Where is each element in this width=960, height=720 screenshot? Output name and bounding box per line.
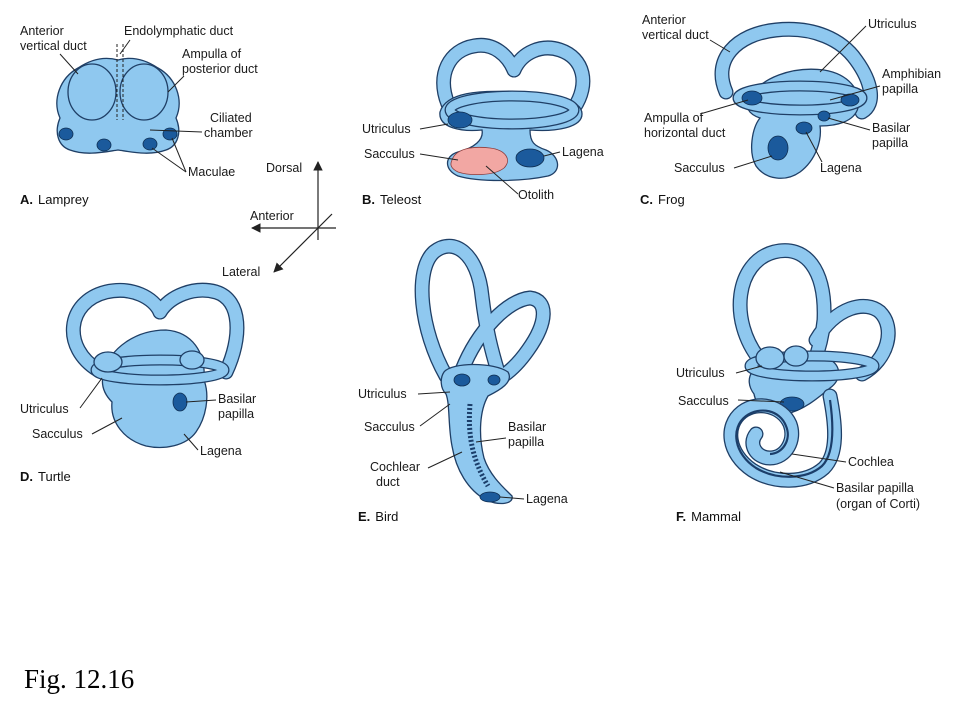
- panel-b-caption: B.Teleost: [362, 192, 422, 207]
- label-utriculus: Utriculus: [868, 17, 917, 31]
- leader-sacculus: [419, 153, 459, 161]
- label-anterior-vertical-duct-line2: vertical duct: [20, 39, 87, 53]
- leader-basilar-papilla: [779, 471, 835, 489]
- orientation-axes: Dorsal Anterior Lateral: [222, 161, 336, 279]
- label-amphibian-papilla-line2: papilla: [882, 82, 918, 96]
- label-basilar-papilla-line2: papilla: [508, 435, 544, 449]
- label-anterior: Anterior: [250, 209, 294, 223]
- label-utriculus: Utriculus: [676, 366, 725, 380]
- leader-ampulla-posterior-duct: [167, 75, 185, 93]
- label-sacculus: Sacculus: [32, 427, 83, 441]
- leader-cochlea: [791, 453, 847, 463]
- panel-f-caption: F.Mammal: [676, 509, 741, 524]
- label-utriculus: Utriculus: [358, 387, 407, 401]
- leader-maculae-1: [151, 147, 187, 173]
- leader-maculae-2: [171, 137, 187, 173]
- label-lagena: Lagena: [526, 492, 568, 506]
- label-anterior-vertical-duct: Anterior: [20, 24, 64, 38]
- leader-endolymphatic-duct: [119, 39, 131, 55]
- label-basilar-papilla: Basilar: [218, 392, 256, 406]
- leader-utriculus: [79, 377, 103, 409]
- leader-ciliated-chamber: [149, 129, 203, 133]
- leader-lagena: [805, 131, 823, 163]
- leader-sacculus: [733, 155, 773, 169]
- bird-ear-drawing: [414, 238, 551, 505]
- panel-e-caption: E.Bird: [358, 509, 398, 524]
- leader-lagena: [543, 151, 561, 157]
- leader-sacculus: [419, 403, 451, 427]
- leader-otolith: [485, 165, 519, 195]
- leader-basilar-papilla: [475, 437, 507, 443]
- teleost-ear-drawing: [436, 37, 591, 182]
- label-amphibian-papilla: Amphibian: [882, 67, 941, 81]
- label-lagena: Lagena: [200, 444, 242, 458]
- leader-anterior-vertical-duct: [709, 39, 731, 53]
- label-basilar-papilla-line2: (organ of Corti): [836, 497, 920, 511]
- leader-amphibian-papilla: [829, 85, 881, 101]
- mammal-ear-drawing: [723, 243, 896, 488]
- label-ampulla-horizontal-duct: Ampulla of: [644, 111, 704, 125]
- panel-b-teleost: Utriculus Sacculus Lagena Otolith B.Tele…: [362, 37, 604, 207]
- label-ciliated-chamber: Ciliated: [210, 111, 252, 125]
- label-anterior-vertical-duct-line2: vertical duct: [642, 28, 709, 42]
- label-anterior-vertical-duct: Anterior: [642, 13, 686, 27]
- label-basilar-papilla-line2: papilla: [218, 407, 254, 421]
- label-lateral: Lateral: [222, 265, 260, 279]
- leader-utriculus: [417, 391, 451, 395]
- label-maculae: Maculae: [188, 165, 235, 179]
- panel-a-lamprey: Anterior vertical duct Endolymphatic duc…: [20, 24, 258, 207]
- label-sacculus: Sacculus: [674, 161, 725, 175]
- label-lagena: Lagena: [820, 161, 862, 175]
- leader-utriculus: [419, 123, 449, 130]
- panel-e-bird: Utriculus Sacculus Basilar papilla Cochl…: [358, 238, 568, 524]
- label-endolymphatic-duct: Endolymphatic duct: [124, 24, 234, 38]
- leader-utriculus: [735, 365, 763, 374]
- frog-ear-drawing: [714, 21, 879, 179]
- panel-d-caption: D.Turtle: [20, 469, 71, 484]
- label-ciliated-chamber-line2: chamber: [204, 126, 253, 140]
- leader-sacculus: [737, 399, 785, 403]
- leader-cochlear-duct: [427, 451, 463, 469]
- leader-basilar-papilla: [185, 399, 217, 403]
- label-cochlear-duct-line2: duct: [376, 475, 400, 489]
- lateral-arrow: [273, 213, 333, 273]
- label-ampulla-posterior-duct: Ampulla of: [182, 47, 242, 61]
- leader-lagena: [183, 433, 199, 451]
- panel-a-caption: A.Lamprey: [20, 192, 89, 207]
- label-basilar-papilla: Basilar: [872, 121, 910, 135]
- lamprey-ear-drawing: [56, 44, 180, 154]
- leader-sacculus: [91, 417, 123, 435]
- label-sacculus: Sacculus: [364, 420, 415, 434]
- leader-ampulla-horizontal-duct: [699, 99, 749, 115]
- panel-c-caption: C.Frog: [640, 192, 685, 207]
- label-sacculus: Sacculus: [678, 394, 729, 408]
- label-basilar-papilla-line2: papilla: [872, 136, 908, 150]
- label-basilar-papilla: Basilar papilla: [836, 481, 914, 495]
- figure-caption: Fig. 12.16: [24, 664, 135, 694]
- leader-utriculus: [819, 25, 867, 73]
- panel-c-frog: Anterior vertical duct Utriculus Amphibi…: [640, 13, 941, 207]
- label-dorsal: Dorsal: [266, 161, 302, 175]
- turtle-ear-drawing: [66, 282, 245, 449]
- label-cochlear-duct: Cochlear: [370, 460, 420, 474]
- panel-f-mammal: Utriculus Sacculus Cochlea Basilar papil…: [676, 243, 920, 524]
- panel-d-turtle: Utriculus Sacculus Basilar papilla Lagen…: [20, 282, 256, 484]
- label-ampulla-posterior-duct-line2: posterior duct: [182, 62, 258, 76]
- label-utriculus: Utriculus: [20, 402, 69, 416]
- leader-lagena: [499, 496, 525, 500]
- label-basilar-papilla: Basilar: [508, 420, 546, 434]
- label-cochlea: Cochlea: [848, 455, 894, 469]
- label-utriculus: Utriculus: [362, 122, 411, 136]
- label-lagena: Lagena: [562, 145, 604, 159]
- leader-anterior-vertical-duct: [59, 53, 79, 75]
- label-ampulla-horizontal-duct-line2: horizontal duct: [644, 126, 726, 140]
- label-otolith: Otolith: [518, 188, 554, 202]
- leader-basilar-papilla: [827, 117, 871, 131]
- label-sacculus: Sacculus: [364, 147, 415, 161]
